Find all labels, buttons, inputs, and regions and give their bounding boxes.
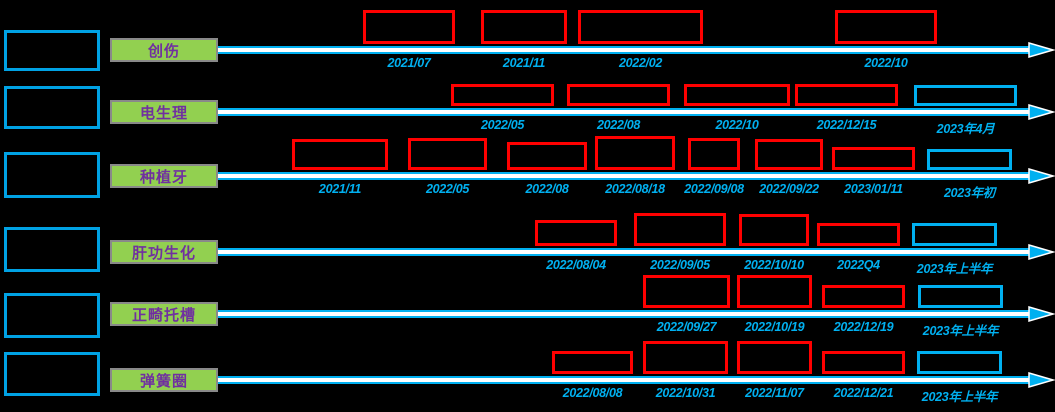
milestone-box xyxy=(643,341,728,374)
milestone-date-label: 2022/10 xyxy=(864,56,908,70)
milestone-box xyxy=(755,139,823,170)
milestone-date-label: 2022/08 xyxy=(525,182,569,196)
milestone-box xyxy=(917,351,1002,374)
milestone-date-label: 2023年上半年 xyxy=(922,324,999,338)
timeline-arrowhead-icon xyxy=(1028,104,1055,120)
milestone-box xyxy=(835,10,937,44)
milestone-box xyxy=(795,84,898,106)
milestone-date-label: 2022/12/19 xyxy=(833,320,894,334)
milestone-date-label: 2023/01/11 xyxy=(844,182,903,196)
milestone-date-label: 2023年上半年 xyxy=(916,262,993,276)
milestone-date-label: 2022/08/04 xyxy=(546,258,606,272)
timeline-arrow xyxy=(218,305,1055,323)
milestone-date-label: 2022/10/10 xyxy=(744,258,804,272)
milestone-date-label: 2021/11 xyxy=(318,182,362,196)
timeline-arrow xyxy=(218,243,1055,261)
timeline-arrow-line xyxy=(218,172,1040,180)
milestone-date-label: 2022/10/31 xyxy=(655,386,716,400)
milestone-date-label: 2021/07 xyxy=(387,56,431,70)
milestone-box xyxy=(684,84,790,106)
category-label: 种植牙 xyxy=(110,164,218,188)
milestone-box xyxy=(578,10,703,44)
timeline-arrowhead-icon xyxy=(1028,244,1055,260)
milestone-box xyxy=(567,84,670,106)
milestone-date-label: 2023年上半年 xyxy=(921,390,998,404)
milestone-date-label: 2022/09/27 xyxy=(656,320,717,334)
left-info-box xyxy=(4,152,100,198)
left-info-box xyxy=(4,352,100,396)
timeline-arrow xyxy=(218,167,1055,185)
milestone-box xyxy=(737,275,812,308)
milestone-date-label: 2022/10/19 xyxy=(744,320,805,334)
milestone-date-label: 2022/10 xyxy=(715,118,759,132)
timeline-arrow-line xyxy=(218,310,1040,318)
milestone-box xyxy=(535,220,617,246)
milestone-date-label: 2022/08/08 xyxy=(562,386,623,400)
milestone-date-label: 2023年初 xyxy=(943,186,996,200)
milestone-date-label: 2022Q4 xyxy=(837,258,880,272)
milestone-date-label: 2022/11/07 xyxy=(745,386,804,400)
milestone-box xyxy=(634,213,726,246)
category-label: 创伤 xyxy=(110,38,218,62)
milestone-date-label: 2023年4月 xyxy=(936,122,995,136)
timeline-arrow-line xyxy=(218,108,1040,116)
timeline-arrow xyxy=(218,41,1055,59)
left-info-box xyxy=(4,293,100,338)
milestone-box xyxy=(643,275,730,308)
timeline-arrow-line xyxy=(218,248,1040,256)
left-info-box xyxy=(4,30,100,71)
milestone-box xyxy=(822,285,905,308)
milestone-box xyxy=(914,85,1017,106)
timeline-arrowhead-icon xyxy=(1028,168,1055,184)
milestone-box xyxy=(918,285,1003,308)
milestone-box xyxy=(832,147,915,170)
timeline-arrowhead-icon xyxy=(1028,306,1055,322)
category-label: 肝功生化 xyxy=(110,240,218,264)
milestone-box xyxy=(595,136,675,170)
timeline-arrow-line xyxy=(218,376,1040,384)
timeline-arrow xyxy=(218,103,1055,121)
milestone-date-label: 2022/02 xyxy=(618,56,663,70)
milestone-box xyxy=(822,351,905,374)
timeline-arrowhead-icon xyxy=(1028,372,1055,388)
milestone-date-label: 2022/12/15 xyxy=(816,118,877,132)
milestone-date-label: 2022/09/05 xyxy=(650,258,710,272)
milestone-box xyxy=(481,10,567,44)
left-info-box xyxy=(4,86,100,129)
milestone-box xyxy=(552,351,633,374)
milestone-date-label: 2022/12/21 xyxy=(833,386,894,400)
category-label: 正畸托槽 xyxy=(110,302,218,326)
milestone-date-label: 2022/05 xyxy=(425,182,470,196)
milestone-date-label: 2022/09/08 xyxy=(684,182,744,196)
milestone-box xyxy=(927,149,1012,170)
milestone-box xyxy=(737,341,812,374)
milestone-box xyxy=(363,10,455,44)
milestone-date-label: 2022/08/18 xyxy=(605,182,665,196)
milestone-box xyxy=(292,139,388,170)
left-info-box xyxy=(4,227,100,272)
milestone-box xyxy=(912,223,997,246)
milestone-date-label: 2022/05 xyxy=(480,118,525,132)
milestone-date-label: 2021/11 xyxy=(502,56,546,70)
milestone-box xyxy=(688,138,740,170)
milestone-box xyxy=(408,138,487,170)
milestone-box xyxy=(817,223,900,246)
milestone-box xyxy=(739,214,809,246)
category-label: 弹簧圈 xyxy=(110,368,218,392)
timeline-arrow xyxy=(218,371,1055,389)
milestone-box xyxy=(451,84,554,106)
milestone-date-label: 2022/08 xyxy=(596,118,641,132)
milestone-date-label: 2022/09/22 xyxy=(759,182,819,196)
milestone-box xyxy=(507,142,587,170)
timeline-arrowhead-icon xyxy=(1028,42,1055,58)
category-label: 电生理 xyxy=(110,100,218,124)
timeline-arrow-line xyxy=(218,46,1040,54)
